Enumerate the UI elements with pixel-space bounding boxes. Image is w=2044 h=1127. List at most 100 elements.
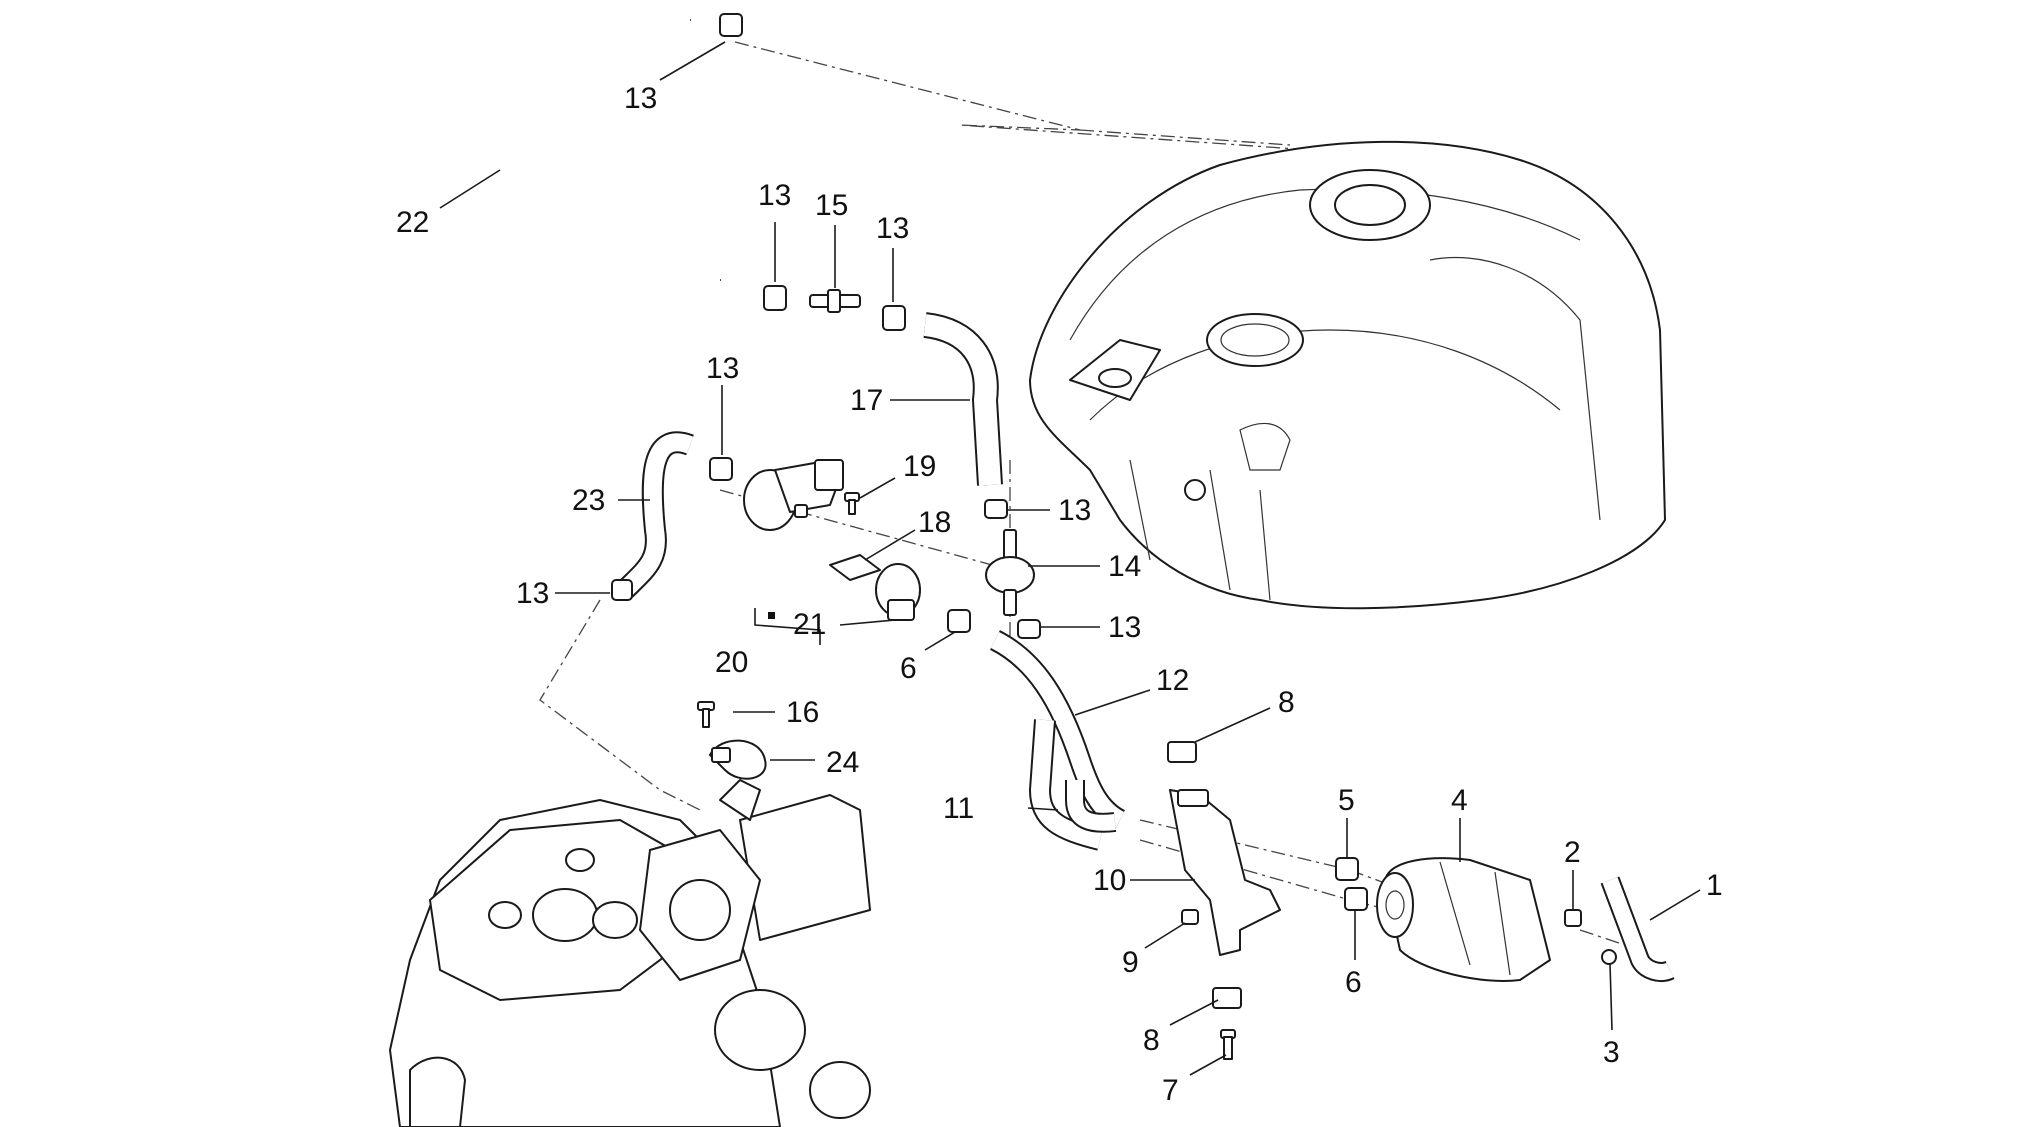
- tank-contour-4: [1129, 459, 1271, 601]
- callout-22: 22: [396, 206, 429, 239]
- leader-3: [1609, 963, 1613, 1031]
- valve-14-inlet: [1003, 529, 1017, 561]
- tank-cutout: [1239, 422, 1291, 471]
- dashed-route-canister-c: [1579, 929, 1641, 951]
- callout-17: 17: [850, 384, 883, 417]
- bolt-7-shank: [1223, 1036, 1233, 1060]
- callout-6b: 6: [1345, 966, 1362, 999]
- engine-cap-2: [592, 901, 638, 939]
- cap-2: [1564, 909, 1582, 927]
- clamp-13-below-14: [1017, 619, 1041, 639]
- callout-1: 1: [1706, 869, 1723, 902]
- callout-20: 20: [715, 646, 748, 679]
- canister-ribs: [1439, 861, 1511, 976]
- canister-body: [1384, 857, 1551, 982]
- engine-intake: [669, 879, 731, 941]
- clamp-13-below-17: [984, 499, 1008, 519]
- clip-24-tab: [711, 747, 731, 763]
- plate-18: [829, 554, 881, 581]
- callout-16: 16: [786, 696, 819, 729]
- callout-13g: 13: [1108, 611, 1141, 644]
- callout-14: 14: [1108, 550, 1141, 583]
- leader-8b: [1169, 999, 1219, 1026]
- clamp-13-right-of-15: [882, 305, 906, 331]
- screw-16-shank: [702, 708, 710, 728]
- hose-17: [923, 314, 1001, 486]
- callout-18: 18: [918, 506, 951, 539]
- bracket-10-top-tab: [1177, 789, 1209, 807]
- hose-23: [618, 433, 694, 597]
- tank-contour-3: [1429, 256, 1601, 521]
- dashed-route-top: [734, 41, 1311, 151]
- engine-hose-stub: [409, 1056, 466, 1127]
- callout-4: 4: [1451, 784, 1468, 817]
- callout-13f: 13: [1058, 494, 1091, 527]
- leader-19: [859, 477, 896, 499]
- engine-airbox: [739, 794, 871, 941]
- engine-illustration: [389, 779, 871, 1127]
- hose-12: [990, 631, 1125, 829]
- callout-12: 12: [1156, 664, 1189, 697]
- engine-gear: [809, 1061, 871, 1119]
- engine-cap-3: [488, 901, 522, 929]
- screw-9-head: [1181, 909, 1199, 925]
- dashed-route-left: [539, 599, 701, 811]
- callout-7: 7: [1162, 1074, 1179, 1107]
- hose-22: [513, 18, 720, 280]
- connector-15-collar: [827, 289, 841, 313]
- leader-6a: [924, 631, 956, 651]
- purge-solenoid-20: [743, 459, 844, 531]
- bracket-21: [875, 563, 921, 621]
- callout-19: 19: [903, 450, 936, 483]
- engine-cover: [714, 989, 806, 1071]
- callout-3: 3: [1603, 1036, 1620, 1069]
- tank-contour-1: [1069, 188, 1581, 341]
- canister-port: [1385, 890, 1405, 920]
- callout-8a: 8: [1278, 686, 1295, 719]
- hose-11-branch: [1067, 780, 1116, 831]
- leader-18: [864, 529, 916, 561]
- clip-3: [1601, 949, 1617, 965]
- callouts: 13 22 13 15 13 17 13 23 13 19 18 21 20 6…: [396, 82, 1723, 1107]
- tank-bolt: [1184, 479, 1206, 501]
- callout-11: 11: [943, 792, 974, 825]
- canister-bracket-10: [1169, 789, 1281, 956]
- clamp-13-left-of-15: [763, 285, 787, 311]
- callout-6a: 6: [900, 652, 917, 685]
- callout-13b: 13: [758, 179, 791, 212]
- screw-9: [1181, 909, 1199, 925]
- dashed-route-valve: [719, 489, 1011, 571]
- leader-12: [1074, 689, 1151, 716]
- screw-19: [844, 492, 860, 515]
- hose-11: [1030, 719, 1103, 849]
- clamp-13-top-body: [719, 13, 743, 37]
- screw-16: [697, 701, 715, 728]
- tank-filler-inner: [1220, 323, 1290, 357]
- callout-15: 15: [815, 189, 848, 222]
- solenoid-plug: [814, 459, 844, 491]
- tank-contour-2: [1089, 329, 1561, 421]
- dashed-route-canister-a: [1139, 819, 1391, 886]
- callout-13e: 13: [516, 577, 549, 610]
- bracket-10-body: [1169, 789, 1281, 956]
- callout-24: 24: [826, 746, 859, 779]
- leader-9: [1144, 922, 1186, 949]
- callout-8b: 8: [1143, 1024, 1160, 1057]
- vent-pipe-1: [1602, 877, 1674, 980]
- valve-14-outlet: [1003, 589, 1017, 616]
- hose-22-fill: [507, 11, 721, 286]
- callout-23: 23: [572, 484, 605, 517]
- tank-filler-neck: [1206, 313, 1304, 367]
- callout-21: 21: [793, 608, 826, 641]
- canister-end-cap: [1376, 872, 1414, 938]
- engine-fitting: [719, 779, 761, 821]
- callout-2: 2: [1564, 836, 1581, 869]
- nut-8-upper: [1167, 741, 1197, 763]
- bolt-7: [1220, 1029, 1236, 1060]
- engine-cap-1: [532, 888, 598, 942]
- leader-21: [839, 619, 896, 626]
- clamp-13-top: [719, 13, 743, 37]
- bracket-21-tab: [887, 599, 915, 621]
- clamp-5: [1335, 857, 1359, 881]
